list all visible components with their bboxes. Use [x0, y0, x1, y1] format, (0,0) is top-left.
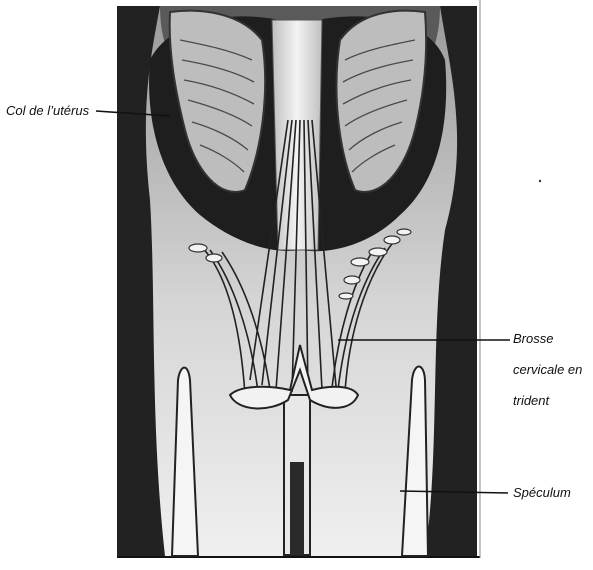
stray-dot [539, 180, 541, 182]
label-brush-line3: trident [513, 393, 551, 408]
label-brush-line2: cervicale en [513, 362, 582, 377]
label-speculum: Spéculum [513, 485, 571, 500]
brush-handle-grip [290, 462, 304, 555]
label-cervix: Col de l’utérus [6, 103, 90, 118]
label-brush-line1: Brosse [513, 331, 553, 346]
